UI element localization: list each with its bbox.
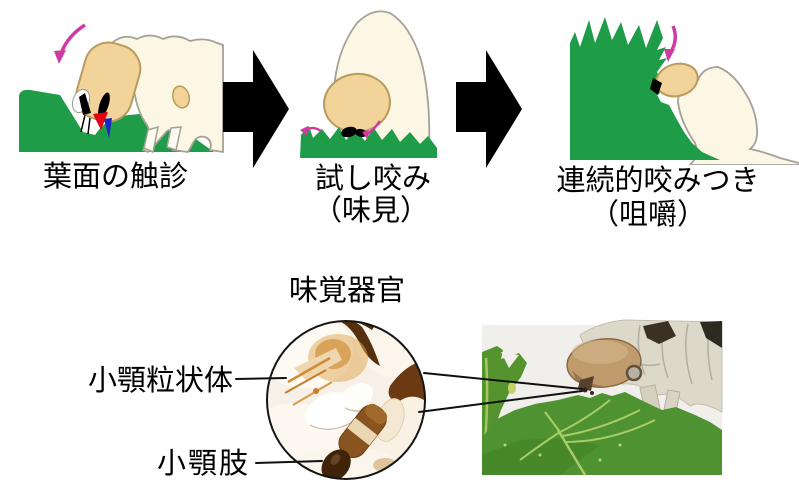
step3-sublabel: （咀嚼） xyxy=(589,199,706,231)
label-maxillary-galea: 小顎粒状体 xyxy=(87,365,233,397)
step-arrow-icon xyxy=(223,50,289,168)
magnified-mouthpart-photo xyxy=(267,321,425,479)
taste-organ-figure xyxy=(235,319,723,480)
red-sensor-mark xyxy=(93,112,108,130)
body-spot xyxy=(172,85,190,109)
mandible-mark xyxy=(650,78,662,95)
step-arrow-icon xyxy=(456,50,522,168)
step2-label: 試し咬み xyxy=(314,163,431,195)
magnifier-circle-outline xyxy=(266,320,426,480)
illustration-step1-palpation xyxy=(19,23,224,154)
leaf-shape xyxy=(300,126,437,158)
mouth-mark xyxy=(355,128,367,138)
photo-leaf-edge xyxy=(482,346,527,472)
caterpillar-leg xyxy=(143,125,159,154)
illustration-step3-chewing xyxy=(570,17,799,165)
step2-sublabel: （味見） xyxy=(312,195,429,227)
connector-lines xyxy=(235,372,583,464)
magenta-down-arrow-icon xyxy=(54,23,86,64)
taste-organ-title: 味覚器官 xyxy=(288,275,405,307)
blue-sensor-mark xyxy=(104,118,112,138)
illustration-step2-testbite xyxy=(300,10,437,158)
magenta-down-arrow-icon xyxy=(300,126,322,136)
magenta-down-arrow-icon xyxy=(362,120,382,139)
photo-silkworm-head xyxy=(566,338,642,395)
connector-line-to-photo-bottom xyxy=(418,390,583,413)
step3-label: 連続的咬みつき xyxy=(556,165,760,197)
step1-label: 葉面の触診 xyxy=(42,161,188,193)
maxillary-palp-shape xyxy=(321,403,388,479)
caterpillar-body xyxy=(677,66,799,165)
bristle-marks xyxy=(80,114,91,135)
photo-eye-spot xyxy=(625,364,643,382)
label-maxillary-palp: 小顎肢 xyxy=(156,448,250,480)
magenta-down-arrow-icon xyxy=(664,25,677,62)
connector-line-palp xyxy=(255,460,323,464)
leaf-shape xyxy=(570,17,720,160)
connector-line-galea xyxy=(235,377,287,380)
mandible-mark xyxy=(98,92,110,118)
connector-line-to-photo-top xyxy=(423,372,583,390)
caterpillar-leg xyxy=(166,126,182,151)
antenna-mark xyxy=(79,93,91,115)
photo-silkworm-on-leaf xyxy=(482,319,723,476)
mouth-mark xyxy=(341,126,357,138)
